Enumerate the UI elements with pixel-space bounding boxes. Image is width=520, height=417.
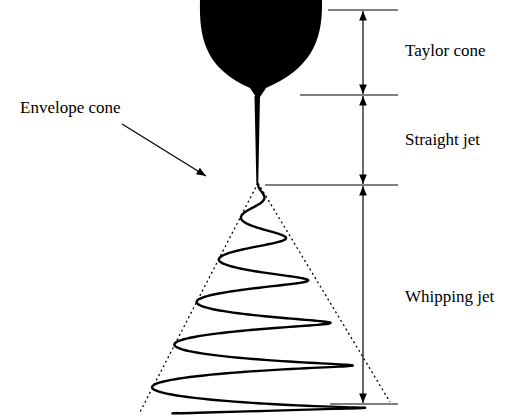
whipping-jet: [152, 184, 365, 413]
straight-jet: [255, 96, 261, 185]
leader-arrow: [122, 124, 206, 176]
dimension-label: Whipping jet: [405, 288, 494, 307]
dimension-label: Taylor cone: [405, 42, 485, 61]
dimension-label: Straight jet: [405, 131, 480, 150]
taylor-cone: [200, 0, 322, 100]
dimension-ticks: [265, 10, 398, 404]
dimension-arrows: [362, 11, 363, 403]
callout-label: Envelope cone: [20, 99, 121, 118]
